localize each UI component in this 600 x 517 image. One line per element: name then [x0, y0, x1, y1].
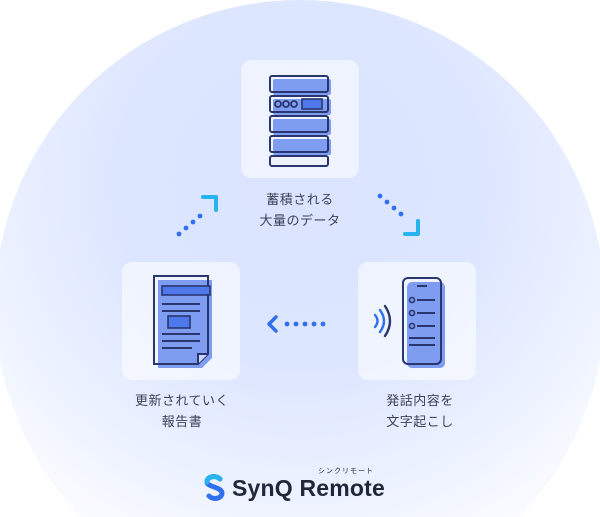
arrow-report-to-data — [176, 195, 218, 237]
speech-transcription-card — [358, 262, 476, 380]
synq-remote-logo: シンクリモート SynQ Remote — [198, 467, 408, 508]
data-storage-label-line2: 大量のデータ — [259, 214, 341, 229]
smartphone-icon — [402, 277, 445, 368]
speech-label: 発話内容を 文字起こし — [350, 391, 490, 433]
report-label-line2: 報告書 — [161, 415, 203, 430]
document-icon — [153, 275, 212, 368]
report-label: 更新されていく 報告書 — [112, 391, 252, 433]
speech-label-line2: 文字起こし — [386, 415, 454, 430]
speech-label-line1: 発話内容を — [386, 394, 454, 409]
data-storage-label: 蓄積される 大量のデータ — [240, 190, 360, 232]
brand-kana: シンクリモート — [318, 467, 374, 475]
report-card — [122, 262, 240, 380]
arrow-data-to-speech — [377, 193, 420, 236]
arrow-speech-to-report — [267, 315, 326, 333]
data-storage-card — [241, 60, 359, 178]
server-icon — [269, 75, 331, 167]
brand-name: SynQ Remote — [232, 475, 386, 501]
sound-wave-icon — [373, 304, 392, 338]
synq-logo-icon — [204, 474, 225, 501]
report-label-line1: 更新されていく — [134, 394, 230, 409]
data-storage-label-line1: 蓄積される — [266, 193, 334, 208]
